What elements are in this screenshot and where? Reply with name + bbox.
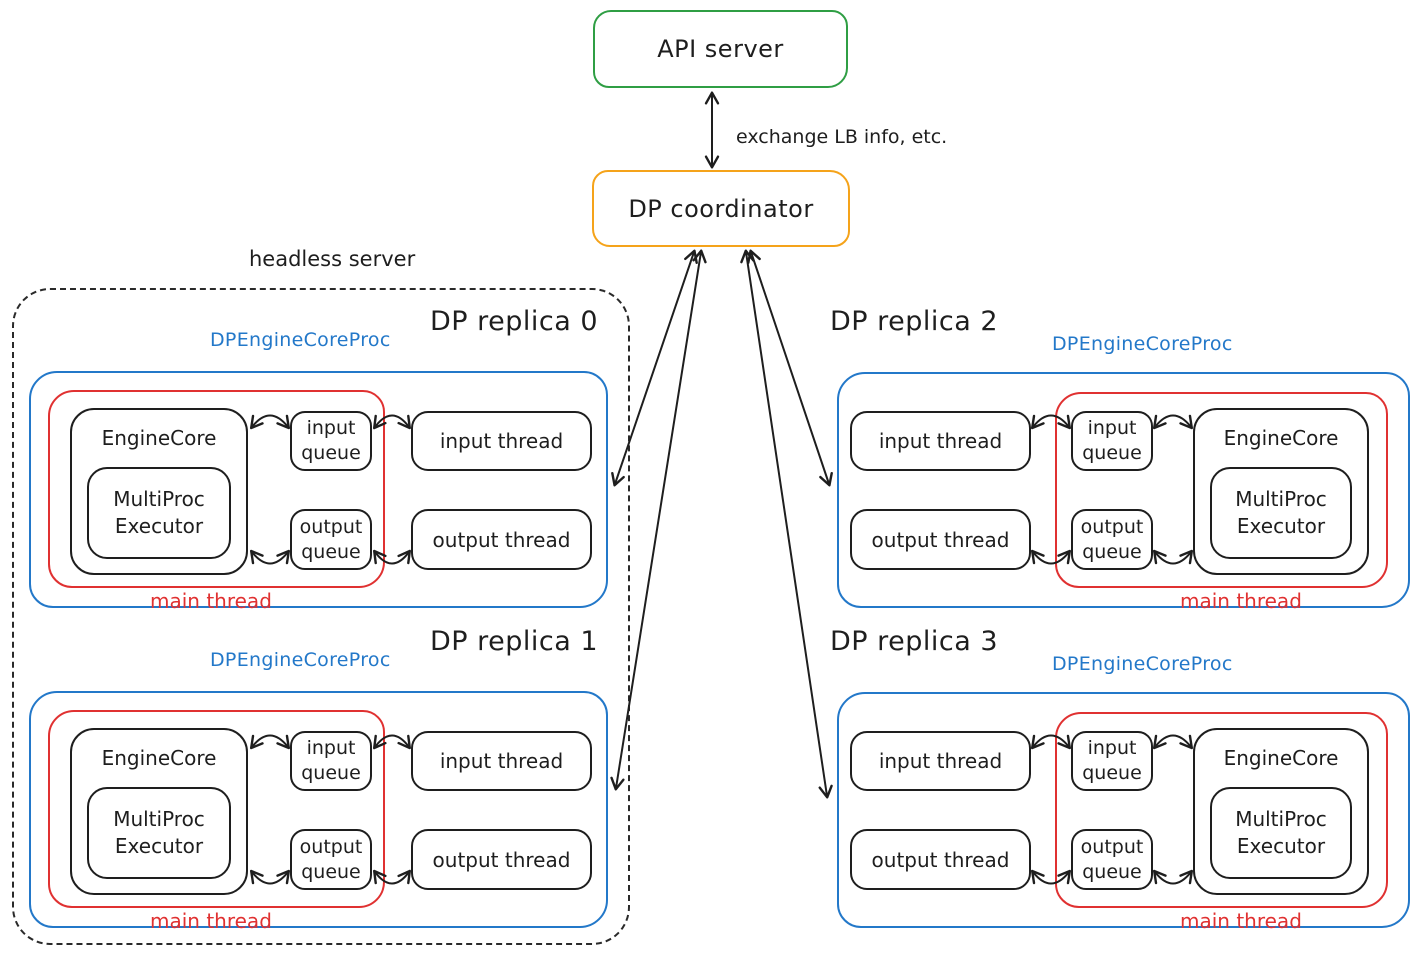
replica-3-output-queue-box: output queue (1071, 829, 1153, 890)
replica-2-title: DP replica 2 (830, 306, 999, 337)
headless-server-label: headless server (249, 247, 416, 271)
output-queue-label-line1: output (299, 835, 363, 858)
engine-core-label: EngineCore (101, 746, 217, 770)
replica-2-engine-core-box: EngineCore (1193, 408, 1369, 575)
input-queue-label-line2: queue (1082, 442, 1142, 464)
replica-3-multiproc-executor-box: MultiProc Executor (1210, 787, 1352, 879)
replica-1-proc-box (29, 691, 608, 928)
multiproc-label-line1: MultiProc (113, 807, 205, 831)
input-queue-label-line2: queue (301, 442, 361, 464)
multiproc-label-line1: MultiProc (1235, 807, 1327, 831)
replica-2-output-thread-box: output thread (850, 509, 1031, 570)
replica-2-proc-label: DPEngineCoreProc (1052, 333, 1233, 355)
replica-1-engine-core-box: EngineCore (70, 728, 248, 895)
input-queue-label-line2: queue (1082, 762, 1142, 784)
replica-3-proc-box (837, 692, 1410, 928)
replica-1-input-thread-box: input thread (411, 731, 592, 791)
output-queue-label-line2: queue (1082, 540, 1142, 563)
arrow-coordinator-replica-3 (740, 249, 833, 799)
multiproc-label-line2: Executor (114, 834, 204, 858)
multiproc-label-line2: Executor (1236, 834, 1326, 858)
replica-0-output-thread-box: output thread (411, 509, 592, 570)
replica-2-main-thread-label: main thread (1180, 589, 1302, 613)
input-queue-label-line1: input (1087, 737, 1137, 759)
replica-3-main-thread-label: main thread (1180, 909, 1302, 933)
exchange-lb-note: exchange LB info, etc. (736, 126, 948, 148)
engine-core-label: EngineCore (1223, 426, 1339, 450)
api-server-box: API server (593, 10, 848, 88)
output-thread-label: output thread (871, 527, 1010, 552)
replica-3-output-thread-box: output thread (850, 829, 1031, 890)
dp-coordinator-box: DP coordinator (592, 170, 850, 247)
output-queue-label-line2: queue (1082, 860, 1142, 883)
replica-1-output-thread-box: output thread (411, 829, 592, 890)
replica-3-engine-core-box: EngineCore (1193, 728, 1369, 895)
replica-0-engine-core-box: EngineCore (70, 408, 248, 575)
replica-2-multiproc-executor-box: MultiProc Executor (1210, 467, 1352, 559)
replica-1-main-thread-label: main thread (150, 909, 272, 933)
replica-2-main-thread-box (1055, 392, 1388, 588)
multiproc-label-line1: MultiProc (1235, 487, 1327, 511)
replica-0-proc-box (29, 371, 608, 608)
replica-0-output-queue-box: output queue (290, 509, 372, 570)
replica-3-proc-label: DPEngineCoreProc (1052, 653, 1233, 675)
replica-0-proc-label: DPEngineCoreProc (210, 329, 391, 351)
replica-1-output-queue-box: output queue (290, 829, 372, 890)
replica-0-main-thread-label: main thread (150, 589, 272, 613)
replica-1-input-queue-box: input queue (290, 731, 372, 791)
replica-3-input-thread-box: input thread (850, 731, 1031, 791)
multiproc-label-line2: Executor (1236, 514, 1326, 538)
replica-0-input-queue-box: input queue (290, 411, 372, 471)
replica-2-input-queue-box: input queue (1071, 411, 1153, 471)
output-thread-label: output thread (432, 847, 571, 872)
replica-1-title: DP replica 1 (430, 626, 599, 657)
output-queue-label-line1: output (1080, 515, 1144, 538)
output-queue-label-line1: output (299, 515, 363, 538)
dp-coordinator-label: DP coordinator (628, 194, 814, 223)
replica-2-proc-box (837, 372, 1410, 608)
replica-0-multiproc-executor-box: MultiProc Executor (87, 467, 231, 559)
engine-core-label: EngineCore (1223, 746, 1339, 770)
arrow-coordinator-replica-2 (747, 249, 833, 487)
replica-3-title: DP replica 3 (830, 626, 999, 657)
output-queue-label-line2: queue (301, 860, 361, 883)
input-queue-label-line1: input (1087, 417, 1137, 439)
replica-2-input-thread-box: input thread (850, 411, 1031, 471)
output-thread-label: output thread (432, 527, 571, 552)
multiproc-label-line1: MultiProc (113, 487, 205, 511)
input-queue-label-line2: queue (301, 762, 361, 784)
engine-core-label: EngineCore (101, 426, 217, 450)
api-server-label: API server (657, 35, 784, 63)
replica-2-output-queue-box: output queue (1071, 509, 1153, 570)
input-thread-label: input thread (439, 429, 564, 453)
input-thread-label: input thread (439, 749, 564, 773)
input-queue-label-line1: input (306, 417, 356, 439)
input-thread-label: input thread (878, 429, 1003, 453)
output-queue-label-line2: queue (301, 540, 361, 563)
replica-1-main-thread-box (48, 710, 385, 908)
output-queue-label-line1: output (1080, 835, 1144, 858)
replica-0-title: DP replica 0 (430, 306, 599, 337)
replica-3-input-queue-box: input queue (1071, 731, 1153, 791)
replica-0-input-thread-box: input thread (411, 411, 592, 471)
replica-1-proc-label: DPEngineCoreProc (210, 649, 391, 671)
input-queue-label-line1: input (306, 737, 356, 759)
output-thread-label: output thread (871, 847, 1010, 872)
replica-0-main-thread-box (48, 390, 385, 588)
multiproc-label-line2: Executor (114, 514, 204, 538)
replica-1-multiproc-executor-box: MultiProc Executor (87, 787, 231, 879)
input-thread-label: input thread (878, 749, 1003, 773)
replica-3-main-thread-box (1055, 712, 1388, 908)
